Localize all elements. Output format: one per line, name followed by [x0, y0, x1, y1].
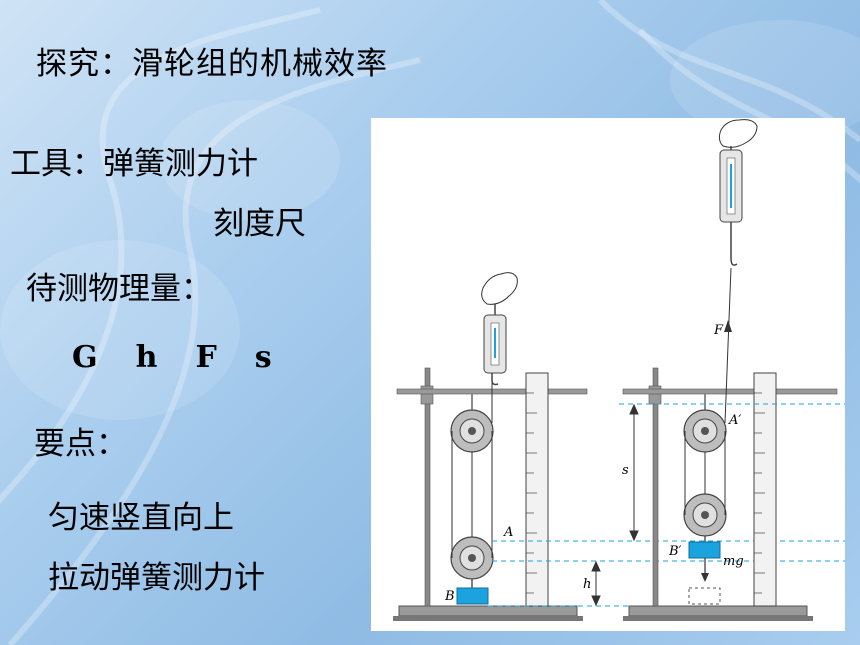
slide-title: 探究：滑轮组的机械效率 — [36, 46, 388, 82]
variable-g: G — [72, 340, 98, 375]
label-block-b: B — [444, 589, 455, 604]
variable-h: h — [135, 340, 158, 375]
variable-s: s — [254, 340, 272, 375]
label-height-h: h — [583, 577, 591, 592]
label-point-a-prime: A′ — [728, 413, 741, 428]
tools-text-second: 刻度尺 — [213, 206, 306, 242]
key-points-heading: 要点： — [34, 426, 127, 462]
variable-f: F — [195, 340, 217, 375]
tools-text: 工具：弹簧测力计 — [10, 146, 258, 182]
label-distance-s: s — [622, 463, 629, 478]
label-force-f: F — [713, 323, 724, 338]
pulley-diagram: A A′ B B′ F mg s h — [371, 118, 845, 631]
key-point-line: 匀速竖直向上 — [48, 500, 234, 536]
key-point-line-second: 拉动弹簧测力计 — [48, 560, 265, 596]
measure-heading: 待测物理量： — [26, 271, 212, 307]
right-apparatus — [591, 119, 845, 621]
label-point-a: A — [503, 525, 513, 540]
label-block-b-prime: B′ — [668, 544, 682, 559]
label-weight-mg: mg — [723, 554, 744, 569]
left-apparatus — [393, 272, 845, 621]
